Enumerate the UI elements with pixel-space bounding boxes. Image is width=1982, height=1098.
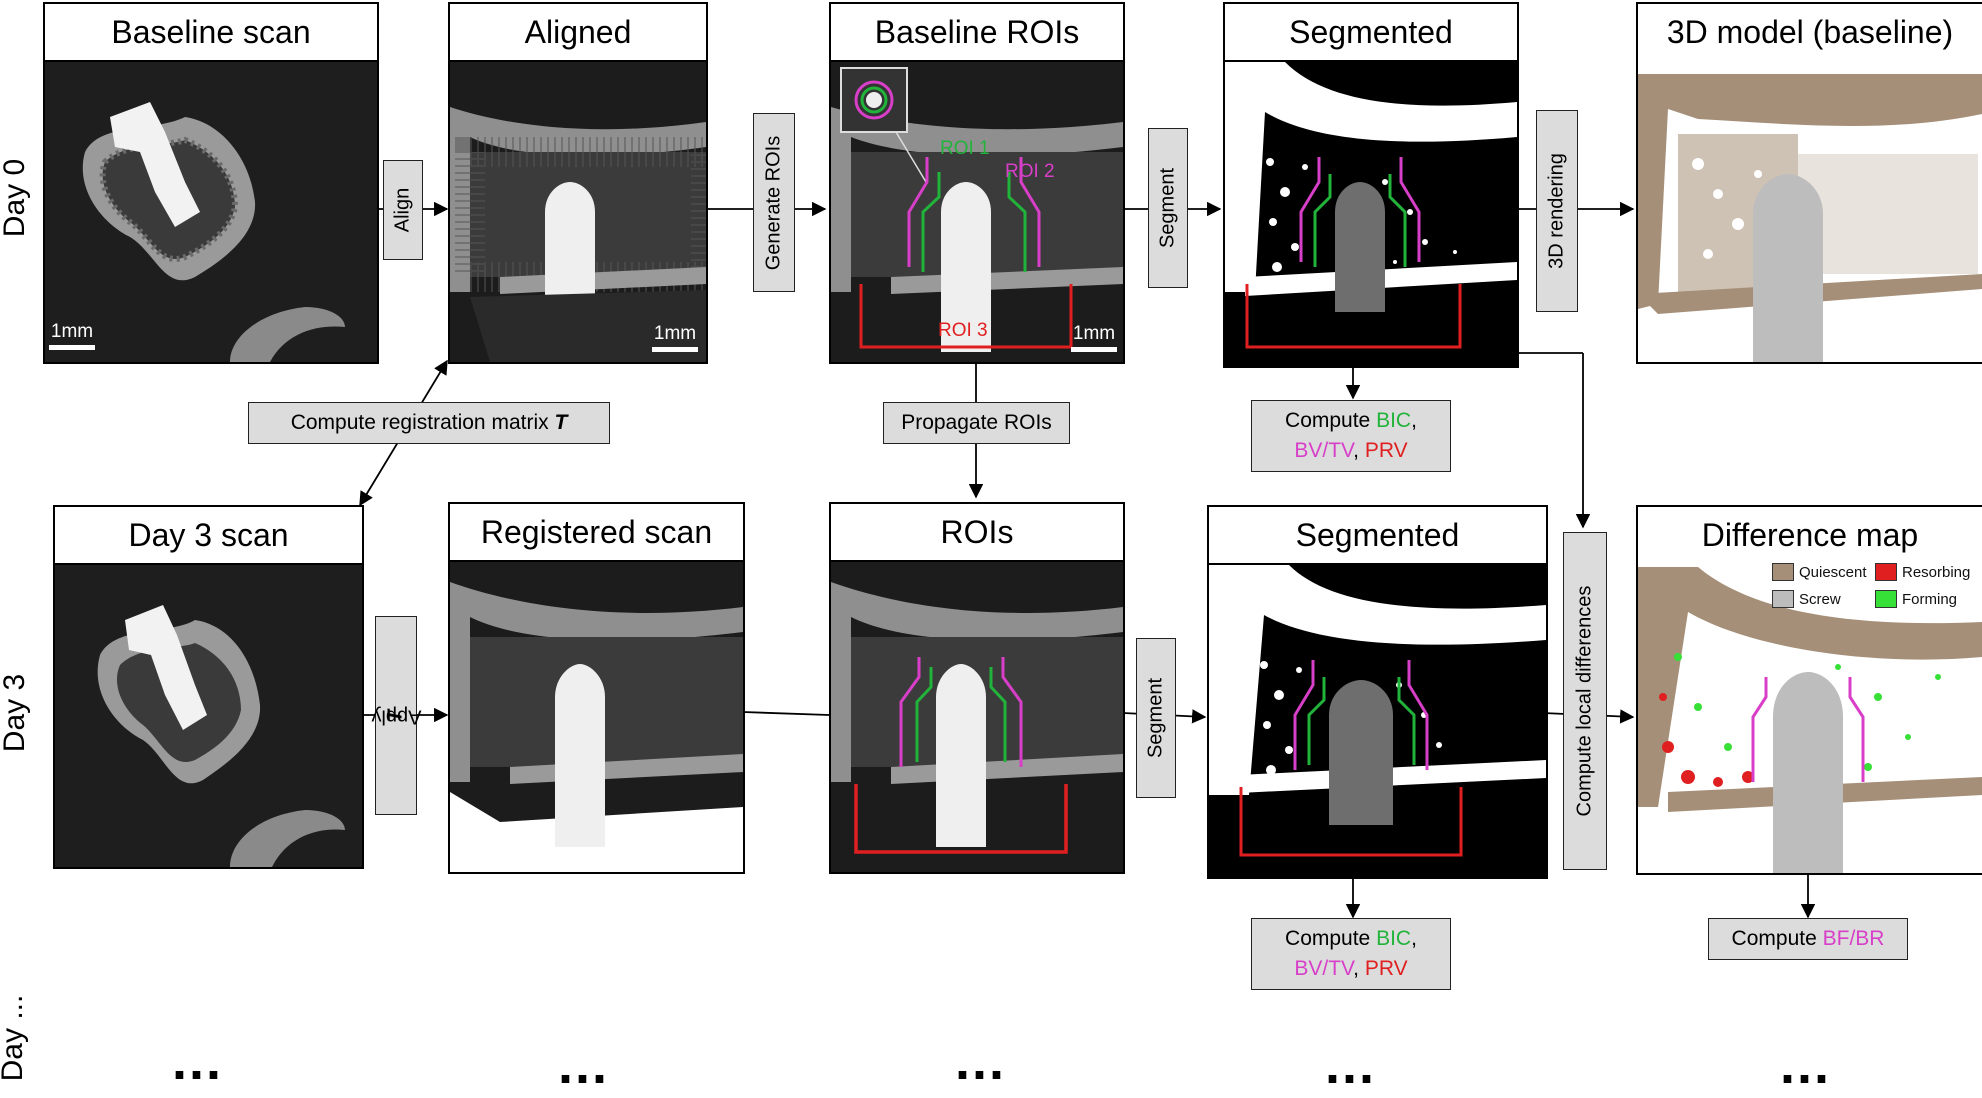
panel-registered-scan: Registered scan	[448, 502, 745, 874]
panel-title: ROIs	[831, 504, 1123, 562]
row-label-day0: Day 0	[0, 158, 31, 238]
legend-quiescent: Quiescent	[1772, 563, 1867, 581]
ct-image-registered	[450, 562, 743, 872]
row-label-day3: Day 3	[0, 673, 31, 753]
ellipsis-col1: ...	[172, 1031, 224, 1091]
panel-day3-scan: Day 3 scan	[53, 505, 364, 869]
panel-segmented-day3: Segmented	[1207, 505, 1548, 879]
panel-title: Segmented	[1225, 4, 1517, 62]
ct-image-baseline-rois	[831, 62, 1123, 362]
panel-baseline-scan: Baseline scan 1mm	[43, 2, 379, 364]
compute-metrics-day0: Compute BIC, BV/TV, PRV	[1251, 400, 1451, 472]
panel-title: Difference map	[1638, 507, 1982, 563]
panel-baseline-rois: Baseline ROIs ROI 1 ROI 2 ROI 3 1mm	[829, 2, 1125, 364]
panel-title: Registered scan	[450, 504, 743, 562]
ellipsis-col5: ...	[1780, 1035, 1832, 1095]
ct-image-rois	[831, 562, 1123, 872]
difference-map-image	[1638, 567, 1982, 873]
step-segment-day0: Segment	[1148, 128, 1188, 288]
panel-title: Aligned	[450, 4, 706, 62]
row-label-day-n: Day ...	[0, 994, 29, 1082]
legend-swatch-quiescent	[1772, 563, 1794, 581]
panel-3d-model: 3D model (baseline)	[1636, 2, 1982, 364]
step-segment-day3: Segment	[1136, 638, 1176, 798]
ellipsis-col2: ...	[558, 1035, 610, 1095]
legend-screw: Screw	[1772, 590, 1841, 608]
legend-swatch-resorbing	[1875, 563, 1897, 581]
panel-title: 3D model (baseline)	[1638, 4, 1982, 60]
scale-bar: 1mm	[652, 323, 698, 352]
ct-image-baseline	[45, 62, 377, 362]
legend-resorbing: Resorbing	[1875, 563, 1970, 581]
legend-swatch-forming	[1875, 590, 1897, 608]
compute-bf-br: Compute BF/BR	[1708, 918, 1908, 960]
step-compute-local-differences: Compute local differences	[1563, 532, 1607, 870]
panel-title: Day 3 scan	[55, 507, 362, 565]
panel-title: Baseline scan	[45, 4, 377, 62]
roi1-label: ROI 1	[940, 138, 990, 159]
scale-bar: 1mm	[1071, 323, 1117, 352]
panel-aligned: Aligned 1mm	[448, 2, 708, 364]
roi2-label: ROI 2	[1005, 161, 1055, 182]
segmented-image-day0	[1225, 62, 1517, 366]
legend-swatch-screw	[1772, 590, 1794, 608]
panel-difference-map: Difference map Quiescent Resorbing Screw	[1636, 505, 1982, 875]
ct-image-aligned	[450, 62, 706, 362]
step-apply-t: Apply T	[371, 616, 421, 815]
step-registration-matrix: Compute registration matrix T	[248, 402, 610, 444]
compute-metrics-day3: Compute BIC, BV/TV, PRV	[1251, 918, 1451, 990]
ellipsis-col4: ...	[1325, 1035, 1377, 1095]
segmented-image-day3	[1209, 565, 1546, 877]
ct-image-day3	[55, 565, 362, 867]
legend-forming: Forming	[1875, 590, 1957, 608]
panel-segmented-day0: Segmented	[1223, 2, 1519, 368]
panel-title: Segmented	[1209, 507, 1546, 565]
ellipsis-col3: ...	[955, 1031, 1007, 1091]
roi3-label: ROI 3	[938, 320, 988, 341]
step-3d-rendering: 3D rendering	[1536, 110, 1578, 312]
panel-title: Baseline ROIs	[831, 4, 1123, 62]
step-align: Align	[383, 160, 423, 260]
panel-rois-day3: ROIs	[829, 502, 1125, 874]
scale-bar: 1mm	[49, 321, 95, 350]
step-generate-rois: Generate ROIs	[753, 113, 795, 292]
step-propagate-rois: Propagate ROIs	[883, 402, 1070, 444]
render-3d-image	[1638, 74, 1982, 362]
